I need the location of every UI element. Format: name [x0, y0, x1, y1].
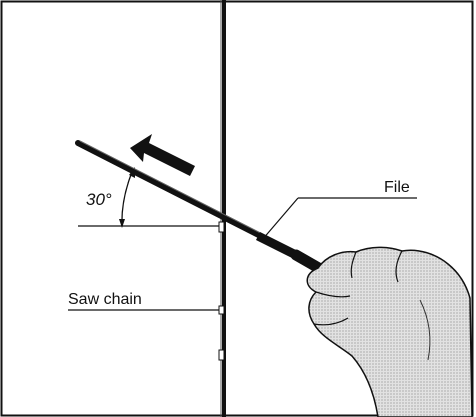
saw-chain: [218, 0, 226, 417]
chain-link-notch: [218, 305, 225, 315]
file-stroke-direction-arrow: [130, 134, 195, 176]
file-callout: File: [261, 179, 417, 241]
chain-cutter-notch: [218, 221, 225, 233]
angle-label: 30°: [86, 190, 112, 209]
file-leader-line: [261, 197, 299, 241]
chain-link-notch: [218, 349, 225, 361]
angle-arc: [119, 167, 135, 228]
file-tool: [75, 140, 356, 292]
saw-chain-label: Saw chain: [68, 291, 142, 308]
hand-illustration: [306, 246, 473, 417]
file-label: File: [384, 179, 410, 196]
saw-chain-callout: Saw chain: [68, 291, 219, 311]
